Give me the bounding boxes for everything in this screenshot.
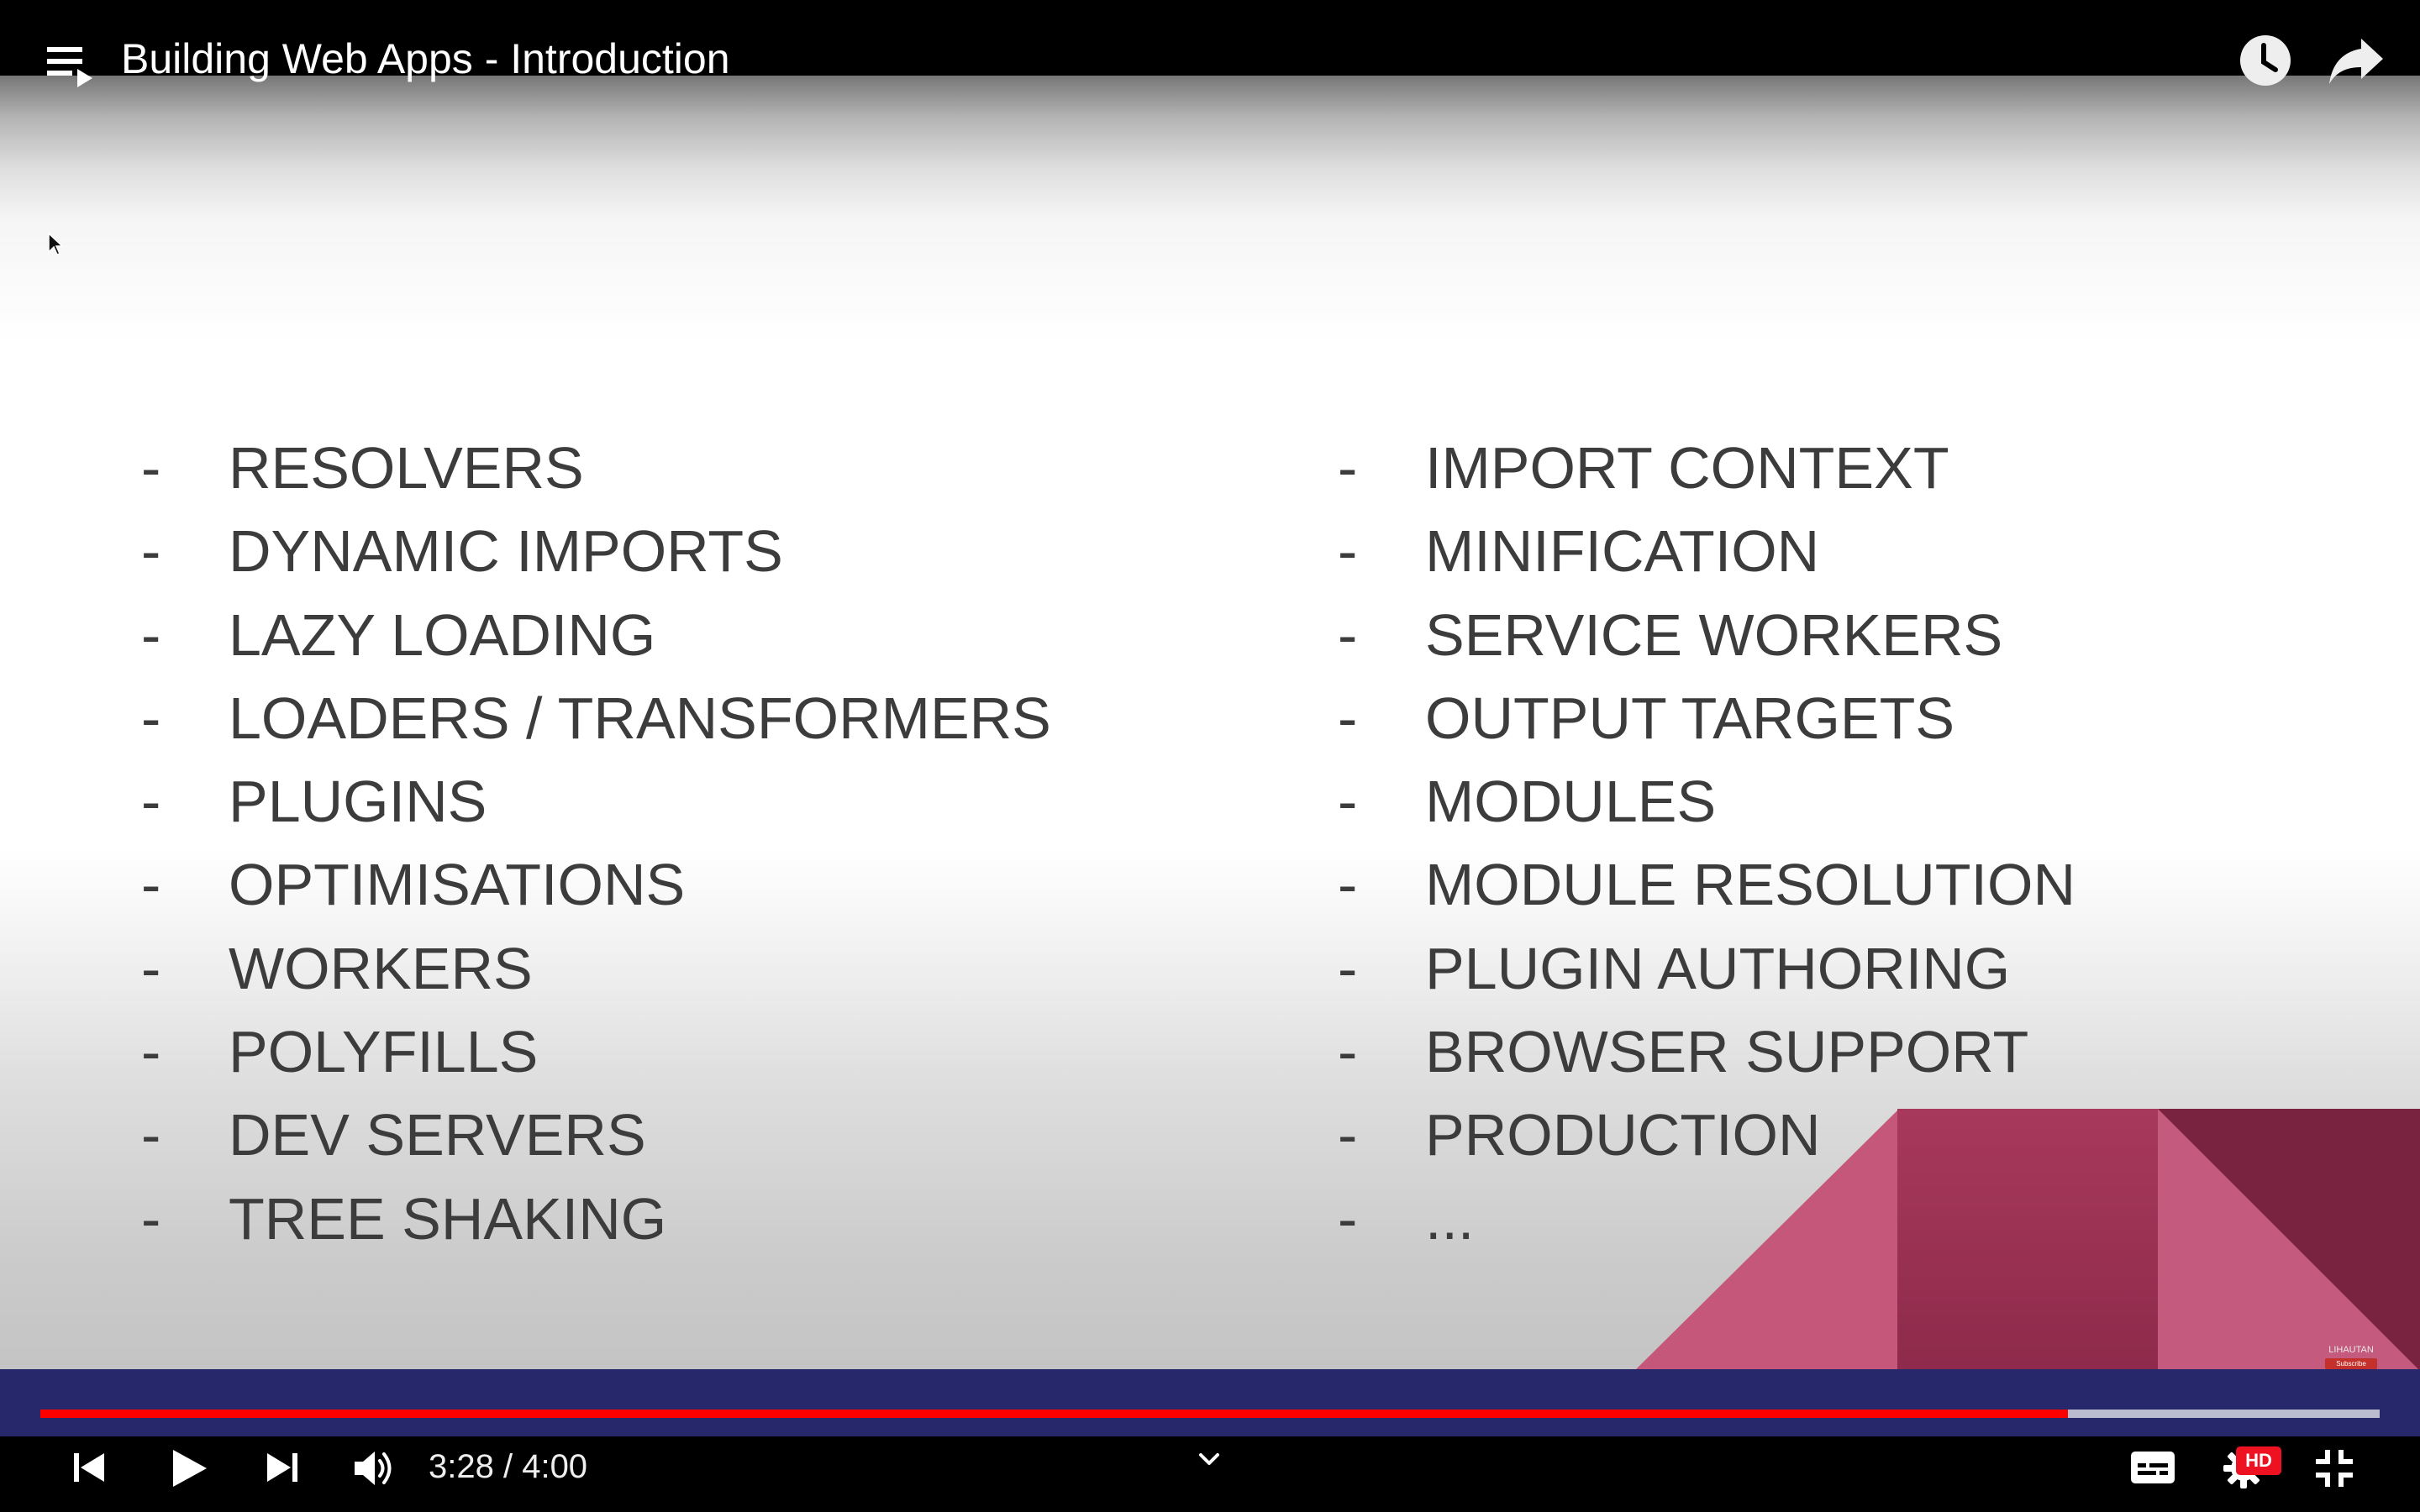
topic-label: SERVICE WORKERS — [1425, 601, 2003, 668]
bullet-dash: - — [1338, 518, 1358, 585]
progress-bar[interactable] — [40, 1410, 2380, 1418]
bullet-dash: - — [141, 601, 161, 668]
bullet-dash: - — [141, 852, 161, 918]
video-title[interactable]: Building Web Apps - Introduction — [121, 35, 730, 82]
chevron-down-icon[interactable] — [1197, 1450, 1222, 1470]
bullet-dash: - — [1338, 435, 1358, 501]
topic-label: PLUGINS — [229, 769, 487, 835]
topic-label: DYNAMIC IMPORTS — [229, 518, 783, 585]
playlist-icon[interactable] — [44, 40, 96, 89]
controls-bar — [0, 1436, 2420, 1512]
topic-label: MODULE RESOLUTION — [1425, 852, 2075, 918]
topic-label: ... — [1425, 1185, 1475, 1252]
channel-watermark[interactable]: LIHAUTAN Subscribe — [2321, 1344, 2381, 1371]
bullet-dash: - — [141, 1102, 161, 1168]
topic-label: PRODUCTION — [1425, 1102, 1821, 1168]
topic-label: IMPORT CONTEXT — [1425, 435, 1949, 501]
topic-label: DEV SERVERS — [229, 1102, 646, 1168]
video-frame[interactable]: - RESOLVERS - DYNAMIC IMPORTS - LAZY LOADIN… — [0, 76, 2420, 1371]
topic-label: WORKERS — [229, 935, 533, 1001]
skip-next-icon[interactable] — [262, 1446, 304, 1488]
bullet-dash: - — [141, 518, 161, 585]
bullet-dash: - — [141, 1185, 161, 1252]
bullet-dash: - — [141, 685, 161, 751]
topic-label: OPTIMISATIONS — [229, 852, 686, 918]
current-time: 3:28 — [429, 1448, 494, 1485]
share-icon[interactable] — [2328, 34, 2386, 87]
mouse-cursor-icon — [48, 232, 64, 255]
bullet-dash: - — [141, 935, 161, 1001]
topic-label: PLUGIN AUTHORING — [1425, 935, 2011, 1001]
watermark-name: LIHAUTAN — [2328, 1345, 2374, 1355]
topic-label: BROWSER SUPPORT — [1425, 1019, 2029, 1085]
time-display: 3:28 / 4:00 — [429, 1445, 587, 1488]
topic-label: MODULES — [1425, 769, 1717, 835]
title-bar — [0, 0, 2420, 76]
topic-label: POLYFILLS — [229, 1019, 539, 1085]
bullet-dash: - — [141, 1019, 161, 1085]
topic-label: LAZY LOADING — [229, 601, 656, 668]
play-icon[interactable] — [165, 1445, 212, 1492]
bullet-dash: - — [1338, 935, 1358, 1001]
decorative-square — [1897, 1109, 2160, 1371]
bullet-dash: - — [1338, 1019, 1358, 1085]
watermark-subscribe: Subscribe — [2325, 1358, 2377, 1369]
progress-played — [40, 1410, 2068, 1418]
skip-previous-icon[interactable] — [67, 1446, 109, 1488]
slide-footer-band — [0, 1369, 2420, 1436]
topic-label: OUTPUT TARGETS — [1425, 685, 1955, 751]
bullet-dash: - — [141, 435, 161, 501]
bullet-dash: - — [1338, 852, 1358, 918]
bullet-dash: - — [141, 769, 161, 835]
topic-label: RESOLVERS — [229, 435, 584, 501]
topic-label: MINIFICATION — [1425, 518, 1820, 585]
topic-label: LOADERS / TRANSFORMERS — [229, 685, 1051, 751]
time-separator: / — [493, 1448, 523, 1485]
bullet-dash: - — [1338, 769, 1358, 835]
hd-badge: HD — [2236, 1446, 2281, 1475]
bullet-dash: - — [1338, 1102, 1358, 1168]
captions-icon[interactable] — [2129, 1445, 2176, 1492]
bullet-dash: - — [1338, 601, 1358, 668]
bullet-dash: - — [1338, 1185, 1358, 1252]
clock-icon[interactable] — [2238, 34, 2292, 87]
bullet-dash: - — [1338, 685, 1358, 751]
exit-fullscreen-icon[interactable] — [2311, 1445, 2358, 1492]
volume-icon[interactable] — [351, 1445, 398, 1492]
topic-label: TREE SHAKING — [229, 1185, 667, 1252]
duration: 4:00 — [522, 1448, 588, 1485]
